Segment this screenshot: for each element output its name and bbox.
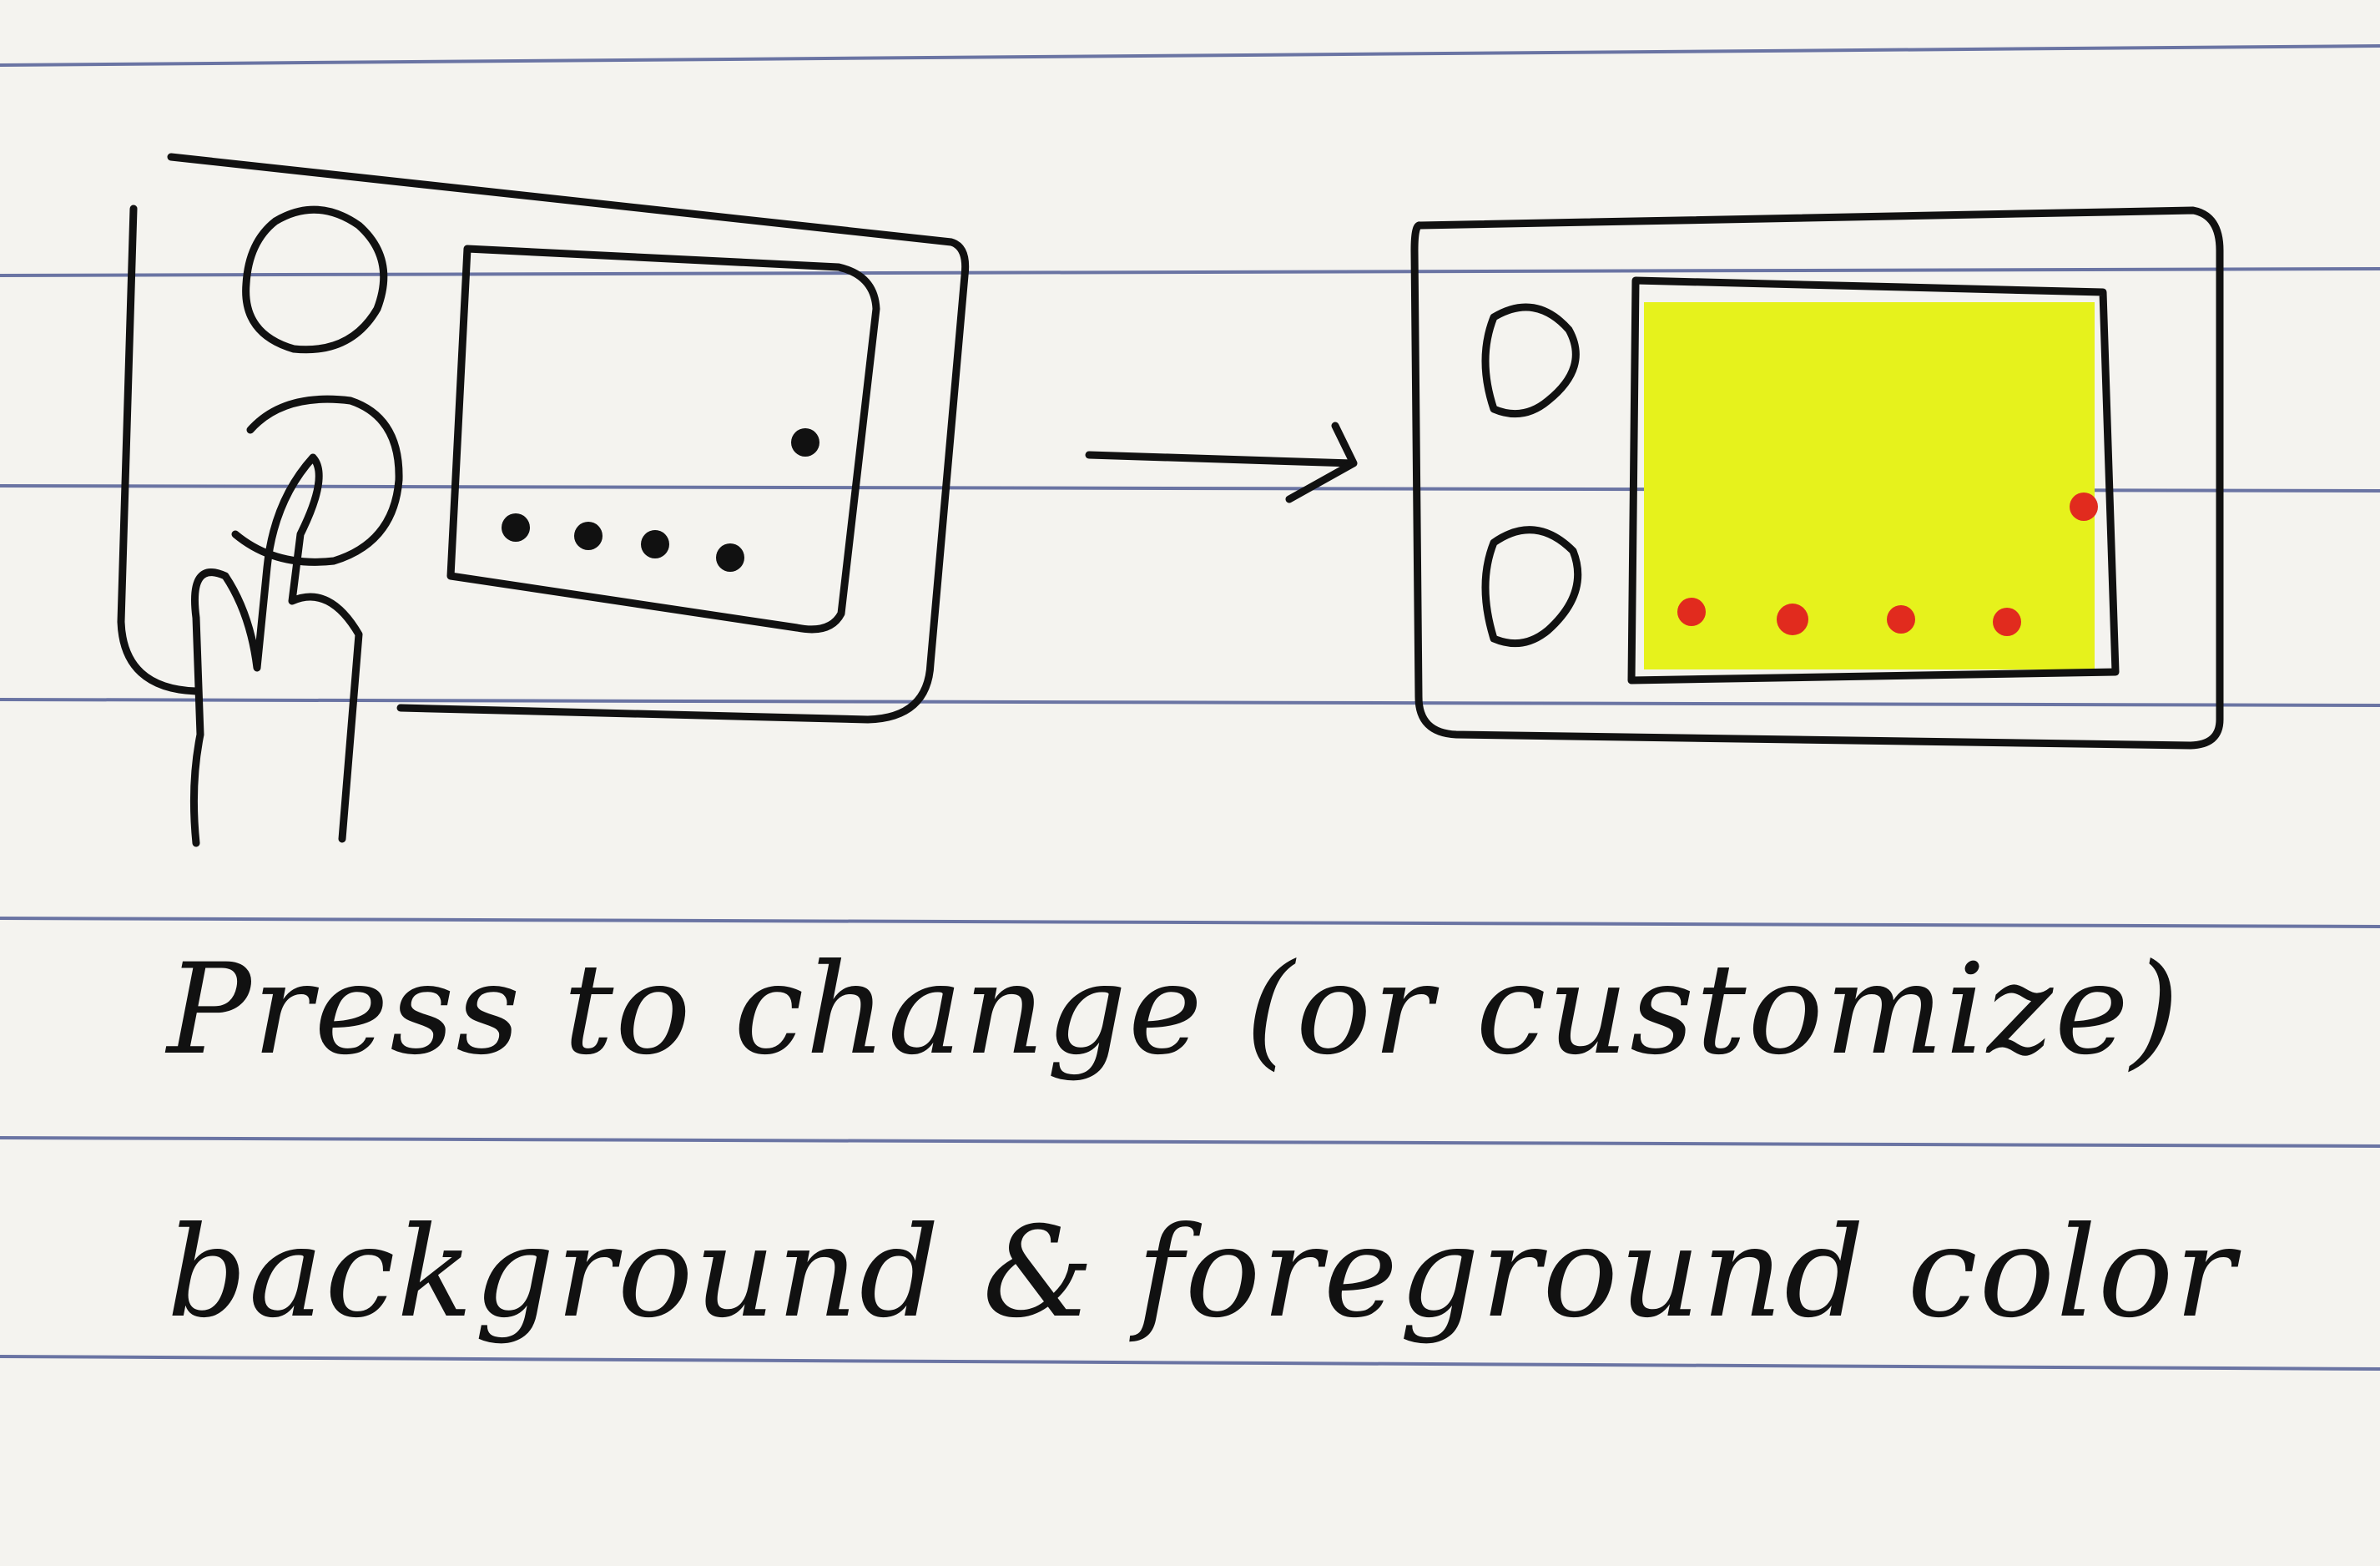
display-dots-before: [502, 428, 819, 572]
display-panel-colored: [1644, 302, 2095, 669]
display-panel: [446, 245, 880, 634]
top-button: [1481, 303, 1580, 418]
device-outline: [1410, 206, 2224, 750]
device-after: [1410, 206, 2224, 750]
device-outline: [167, 153, 970, 724]
bottom-button: [1481, 526, 1582, 648]
display-dots-after: [1677, 493, 2098, 636]
caption-line-1: Press to change (or customize): [167, 937, 2181, 1083]
pressing-hand-icon: [189, 453, 363, 847]
device-before: [117, 153, 970, 847]
top-button: [242, 205, 388, 354]
caption-line-2: background & foreground color: [167, 1200, 2237, 1346]
arrow-right-icon: [1085, 422, 1358, 503]
notebook-rules: [0, 44, 2380, 1371]
